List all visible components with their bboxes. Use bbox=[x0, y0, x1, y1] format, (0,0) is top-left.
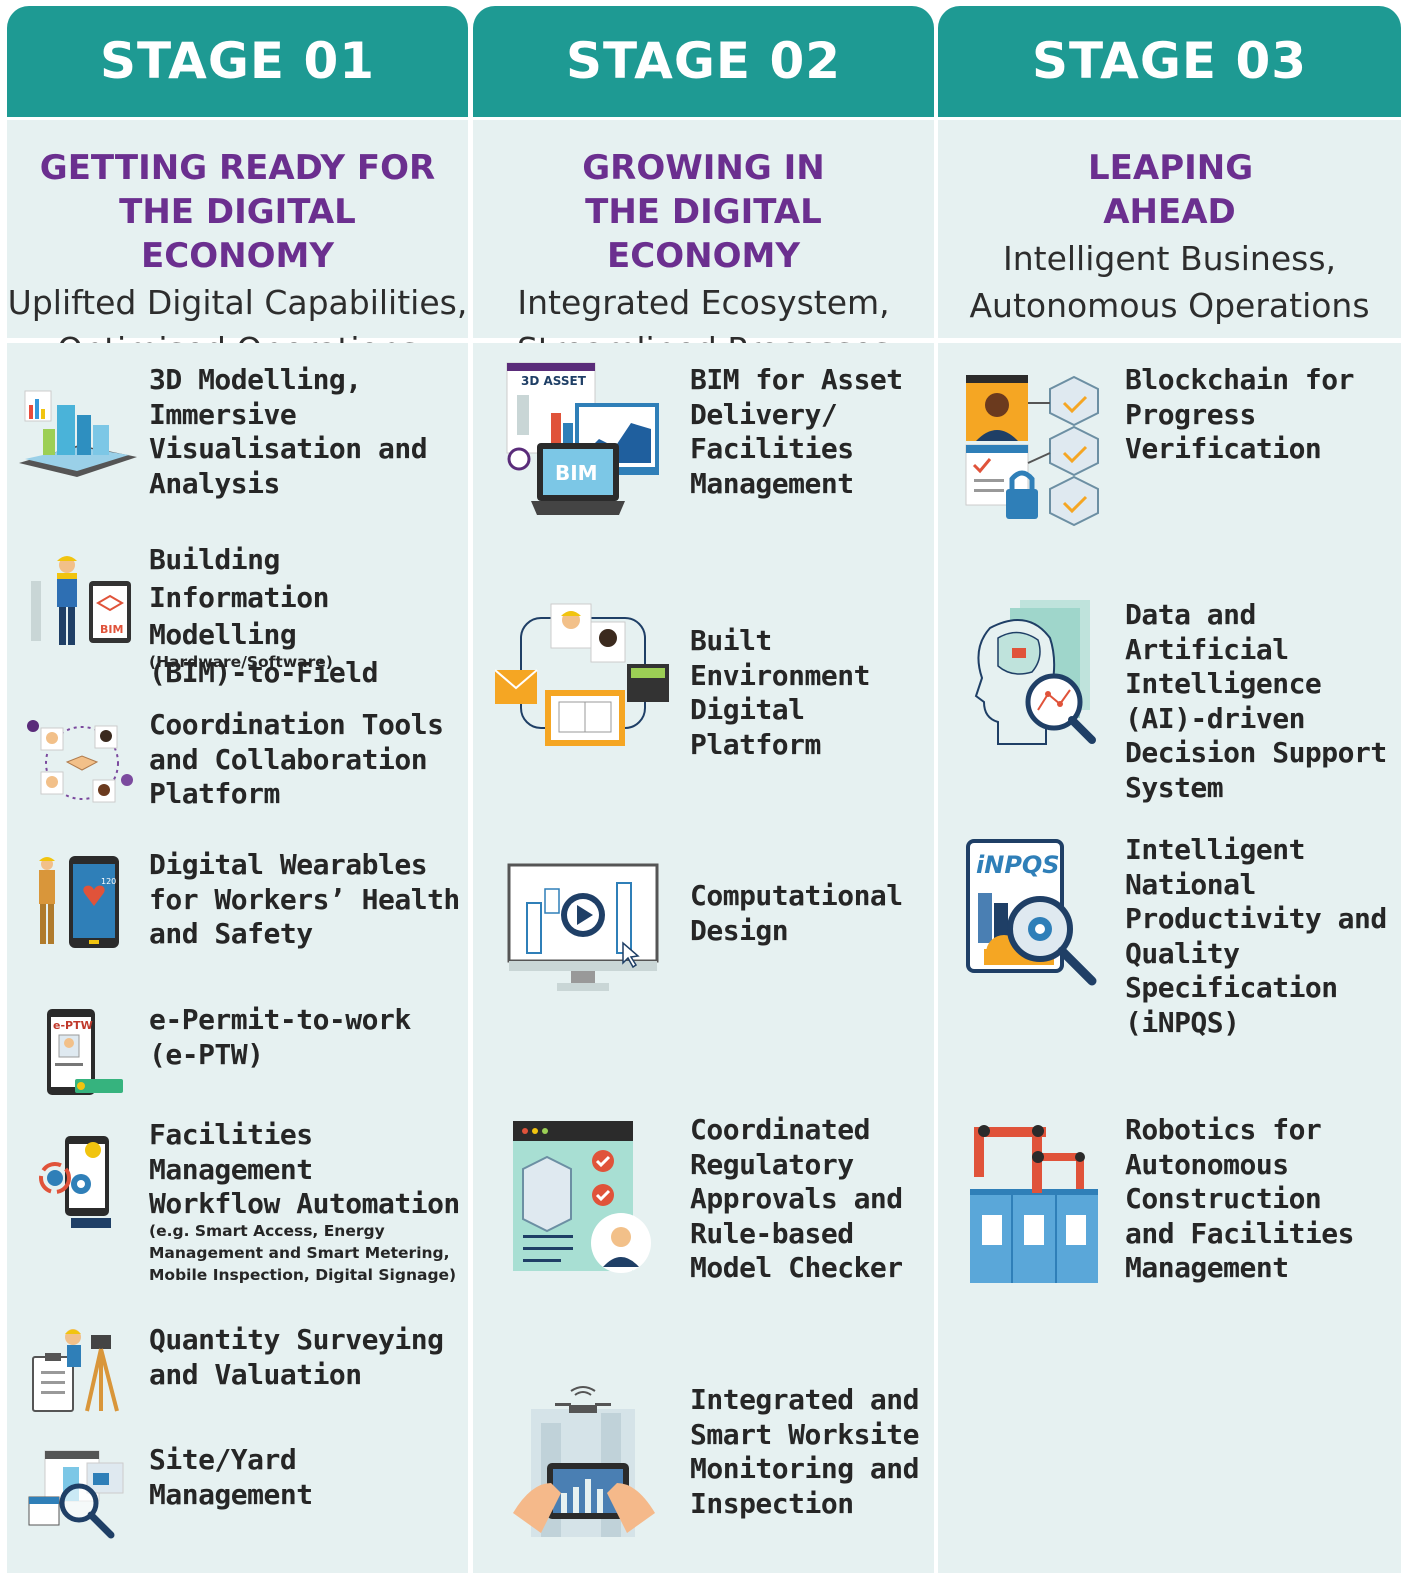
stage-03-items: Blockchain for Progress Verification bbox=[938, 343, 1401, 1573]
stage-01-header: STAGE 01 bbox=[7, 6, 468, 117]
item-label: Coordinated Regulatory Approvals and Rul… bbox=[690, 1113, 903, 1284]
stage-01-item: BIM Building Information Modelling (BIM)… bbox=[7, 541, 468, 691]
item-note-container: (e.g. Smart Access, Energy Management an… bbox=[149, 1220, 456, 1286]
stage-03-header: STAGE 03 bbox=[938, 6, 1401, 117]
item-label: Integrated and Smart Worksite Monitoring… bbox=[690, 1383, 920, 1520]
svg-text:BIM: BIM bbox=[100, 623, 123, 636]
stage-02-item: Coordinated Regulatory Approvals and Rul… bbox=[473, 1113, 934, 1293]
surveyor-tripod-icon bbox=[31, 1323, 127, 1415]
stage-01-item: 120 Digital Wearables for Workers’ Healt… bbox=[7, 848, 468, 958]
stage-02-title: GROWING IN THE DIGITAL ECONOMY bbox=[582, 148, 825, 276]
computational-design-monitor-icon bbox=[507, 863, 659, 995]
e-ptw-icon-text: e-PTW bbox=[53, 1019, 93, 1032]
stage-02-item: Built Environment Digital Platform bbox=[473, 598, 934, 761]
stage-01-item: e-PTW e-Permit-to-work (e-PTW) bbox=[7, 1003, 468, 1103]
item-label: 3D Modelling, Immersive Visualisation an… bbox=[149, 363, 428, 500]
stage-01-subtitle-line1: Uplifted Digital Capabilities, bbox=[7, 283, 468, 322]
stage-01-items: 3D Modelling, Immersive Visualisation an… bbox=[7, 343, 468, 1573]
stage-02-item: Integrated and Smart Worksite Monitoring… bbox=[473, 1383, 934, 1553]
stage-01-item: 3D Modelling, Immersive Visualisation an… bbox=[7, 363, 468, 513]
robotic-arms-building-icon bbox=[968, 1119, 1100, 1285]
regulatory-checklist-icon bbox=[511, 1119, 659, 1279]
stage-02-item: 3D ASSET BIM BIM for Asset Delivery/ Fac… bbox=[473, 362, 934, 523]
item-label: Blockchain for Progress Verification bbox=[1125, 363, 1355, 465]
item-label: Digital Wearables for Workers’ Health an… bbox=[149, 848, 460, 950]
stage-01-column: STAGE 01 GETTING READY FOR THE DIGITAL E… bbox=[7, 6, 468, 1573]
blockchain-cubes-icon bbox=[964, 373, 1104, 529]
stage-03-heading: LEAPING AHEAD Intelligent Business, Auto… bbox=[938, 120, 1401, 338]
item-label: Site/Yard Management bbox=[149, 1443, 313, 1511]
ai-head-magnifier-icon bbox=[968, 598, 1100, 754]
item-label: Facilities Management Workflow Automatio… bbox=[149, 1118, 460, 1220]
stage-02-heading: GROWING IN THE DIGITAL ECONOMY Integrate… bbox=[473, 120, 934, 369]
stage-03-item: Robotics for Autonomous Construction and… bbox=[938, 1113, 1401, 1293]
stage-03-column: STAGE 03 LEAPING AHEAD Intelligent Busin… bbox=[938, 6, 1401, 1573]
item-note: (Hardware/Software) bbox=[149, 653, 333, 671]
stage-03-item: Data and Artificial Intelligence (AI)-dr… bbox=[938, 598, 1401, 804]
item-note: (e.g. Smart Access, Energy Management an… bbox=[149, 1222, 457, 1284]
stage-02-items: 3D ASSET BIM BIM for Asset Delivery/ Fac… bbox=[473, 343, 934, 1573]
collaboration-handshake-icon bbox=[27, 718, 137, 808]
bim-icon-text: BIM bbox=[555, 461, 598, 485]
svg-text:120: 120 bbox=[101, 877, 116, 886]
e-ptw-phone-icon: e-PTW bbox=[45, 1007, 125, 1099]
inpqs-tablet-icon: iNPQS bbox=[964, 837, 1100, 997]
stage-01-title: GETTING READY FOR THE DIGITAL ECONOMY bbox=[39, 148, 436, 276]
item-label: Building Information Modelling (BIM)-to-… bbox=[149, 543, 379, 689]
worker-heart-phone-icon: 120 bbox=[33, 854, 125, 950]
stage-01-item: Facilities Management Workflow Automatio… bbox=[7, 1118, 468, 1298]
stage-01-item: Quantity Surveying and Valuation bbox=[7, 1323, 468, 1423]
stage-03-title: LEAPING AHEAD bbox=[1088, 148, 1254, 232]
item-label: Intelligent National Productivity and Qu… bbox=[1125, 833, 1387, 1039]
stage-03-item: Blockchain for Progress Verification bbox=[938, 363, 1401, 527]
stage-02-header: STAGE 02 bbox=[473, 6, 934, 117]
item-label: Built Environment Digital Platform bbox=[690, 624, 870, 761]
item-label: Robotics for Autonomous Construction and… bbox=[1125, 1113, 1355, 1284]
digital-platform-network-icon bbox=[495, 602, 671, 752]
stage-01-item: Coordination Tools and Collaboration Pla… bbox=[7, 708, 468, 828]
stage-02-subtitle-line1: Integrated Ecosystem, bbox=[517, 283, 890, 322]
drone-tablet-worksite-icon bbox=[511, 1383, 657, 1543]
stage-02-item: Computational Design bbox=[473, 863, 934, 1003]
item-label: Coordination Tools and Collaboration Pla… bbox=[149, 708, 444, 810]
stage-01-item: Site/Yard Management bbox=[7, 1443, 468, 1553]
item-note-container: (Hardware/Software) bbox=[149, 651, 333, 673]
item-label: Quantity Surveying and Valuation bbox=[149, 1323, 444, 1391]
3d-city-tablet-icon bbox=[17, 385, 139, 477]
stage-03-subtitle-line1: Intelligent Business, bbox=[1003, 239, 1336, 278]
phone-gears-automation-icon bbox=[35, 1132, 121, 1232]
item-label: BIM for Asset Delivery/ Facilities Manag… bbox=[690, 363, 903, 500]
site-yard-magnifier-icon bbox=[27, 1447, 127, 1539]
inpqs-icon-text: iNPQS bbox=[976, 851, 1060, 879]
stage-03-subtitle-line2: Autonomous Operations bbox=[969, 286, 1370, 325]
item-label: e-Permit-to-work (e-PTW) bbox=[149, 1003, 411, 1071]
3d-asset-icon-text: 3D ASSET bbox=[521, 374, 587, 388]
stage-01-heading: GETTING READY FOR THE DIGITAL ECONOMY Up… bbox=[7, 120, 468, 369]
item-label: Data and Artificial Intelligence (AI)-dr… bbox=[1125, 598, 1387, 804]
bim-asset-laptop-icon: 3D ASSET BIM bbox=[499, 359, 661, 519]
item-label: Computational Design bbox=[690, 879, 903, 947]
bim-worker-tablet-icon: BIM bbox=[27, 551, 137, 651]
stage-02-column: STAGE 02 GROWING IN THE DIGITAL ECONOMY … bbox=[473, 6, 934, 1573]
stage-03-item: iNPQS Intelligent National Productivity … bbox=[938, 833, 1401, 1043]
